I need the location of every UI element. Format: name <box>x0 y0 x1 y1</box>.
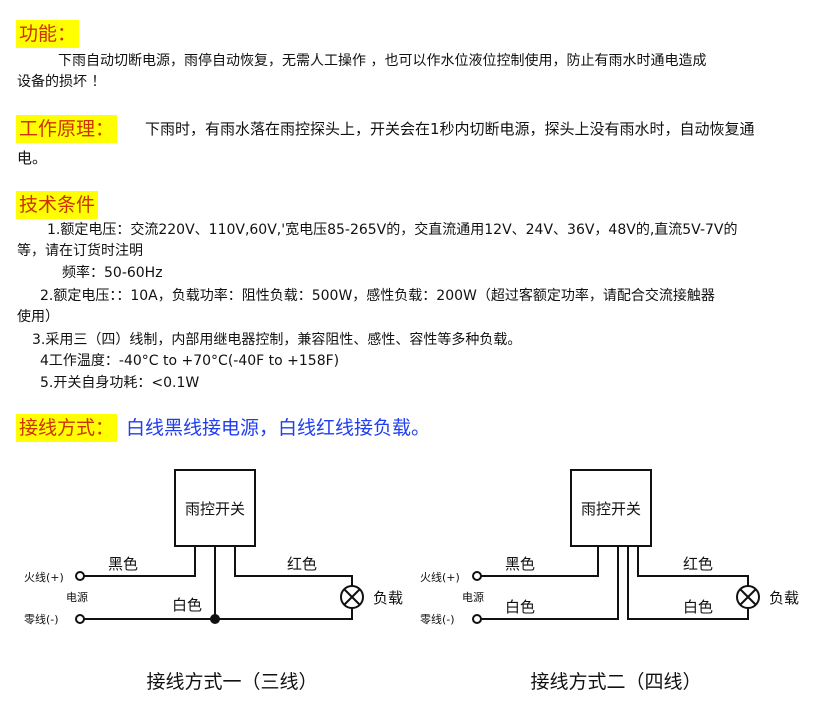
white-label-left-2: 白色 <box>505 598 535 616</box>
caption-1: 接线方式一（三线） <box>146 671 317 693</box>
tech-item1-line1: 1.额定电压：交流220V、110V,60V,'宽电压85-265V的，交直流通… <box>47 222 738 238</box>
neutral-wire-1 <box>84 608 353 620</box>
rain-switch-box-2 <box>570 469 652 547</box>
tech-heading: 技术条件 <box>16 191 99 219</box>
black-label-1: 黑色 <box>108 555 138 573</box>
black-wire-1 <box>84 546 196 577</box>
white-wire-power-2 <box>481 546 619 620</box>
red-label-1: 红色 <box>287 555 317 573</box>
tech-item4: 4工作温度：-40°C to +70°C(-40F to +158F) <box>40 353 340 369</box>
function-text-line1: 下雨自动切断电源，雨停自动恢复，无需人工操作 ，也可以作水位液位控制使用，防止有… <box>58 53 707 69</box>
black-label-2: 黑色 <box>505 555 535 573</box>
wiring-diagrams: 雨控开关 黑色 红色 白色 火线(+) 零线(-) 电源 负载 接线方式一（三线… <box>24 469 799 693</box>
neutral-label-2: 零线(-) <box>420 612 455 626</box>
live-label-1: 火线(+) <box>24 570 64 584</box>
wiring-description: 白线黑线接电源，白线红线接负载。 <box>126 417 431 439</box>
tech-item1-line2: 等，请在订货时注明 <box>17 243 143 259</box>
tech-item3: 3.采用三（四）线制，内部用继电器控制，兼容阻性、感性、容性等多种负载。 <box>32 332 522 348</box>
white-label-right-2: 白色 <box>683 598 713 616</box>
diagram-four-wire <box>472 469 760 624</box>
diagram-three-wire <box>75 469 364 624</box>
power-label-1: 电源 <box>66 590 88 604</box>
live-terminal-2 <box>472 571 482 581</box>
principle-text-line2: 电。 <box>17 149 48 167</box>
load-lamp-1 <box>340 585 364 609</box>
red-wire-1 <box>234 546 353 586</box>
principle-text-line1: 下雨时，有雨水落在雨控探头上，开关会在1秒内切断电源，探头上没有雨水时，自动恢复… <box>145 120 755 138</box>
load-lamp-2 <box>736 585 760 609</box>
neutral-terminal-2 <box>472 614 482 624</box>
red-wire-2 <box>637 546 749 586</box>
junction-dot-1 <box>210 614 220 624</box>
load-label-2: 负载 <box>769 589 799 607</box>
tech-item2-line1: 2.额定电压：：10A，负载功率：阻性负载：500W，感性负载：200W（超过客… <box>40 288 715 304</box>
box-label-2: 雨控开关 <box>581 500 641 518</box>
white-label-1: 白色 <box>172 596 202 614</box>
live-label-2: 火线(+) <box>420 570 460 584</box>
neutral-terminal-1 <box>75 614 85 624</box>
tech-frequency: 频率：50-60Hz <box>62 265 163 281</box>
live-terminal-1 <box>75 571 85 581</box>
function-text-line2: 设备的损坏 ！ <box>17 74 106 90</box>
power-label-2: 电源 <box>462 590 484 604</box>
caption-2: 接线方式二（四线） <box>530 671 701 693</box>
load-label-1: 负载 <box>373 589 403 607</box>
white-wire-load-2 <box>627 546 749 620</box>
tech-item5: 5.开关自身功耗：<0.1W <box>40 375 200 391</box>
function-heading: 功能： <box>16 20 80 48</box>
wiring-heading: 接线方式： <box>16 414 118 442</box>
tech-item2-line2: 使用） <box>17 309 59 325</box>
black-wire-2 <box>481 546 599 577</box>
neutral-label-1: 零线(-) <box>24 612 59 626</box>
box-label-1: 雨控开关 <box>185 500 245 518</box>
red-label-2: 红色 <box>683 555 713 573</box>
principle-heading: 工作原理： <box>16 115 118 143</box>
